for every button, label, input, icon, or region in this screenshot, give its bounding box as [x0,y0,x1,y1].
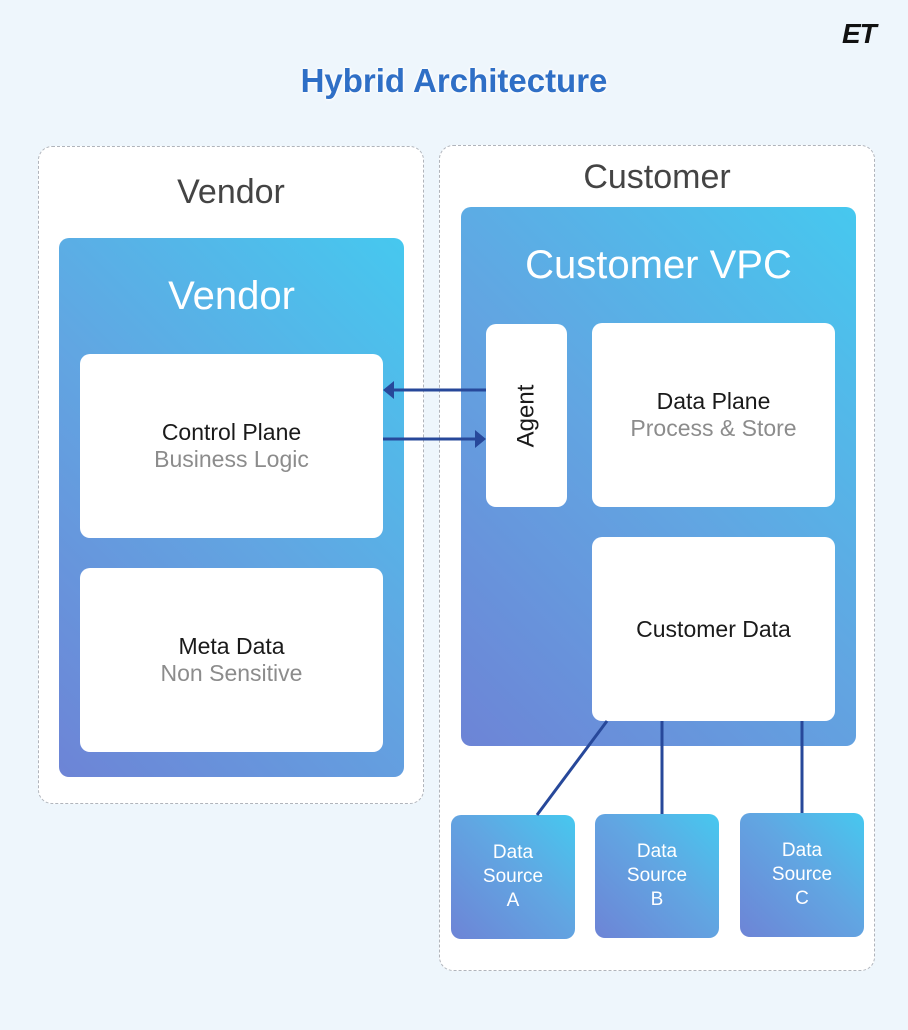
data-source-b-line3: B [650,889,664,910]
data-plane-card: Data Plane Process & Store [592,323,835,507]
customer-data-card: Customer Data [592,537,835,721]
customer-vpc-label: Customer VPC [525,243,792,287]
et-logo: ET [842,18,877,49]
vendor-zone-label: Vendor [177,173,285,211]
meta-data-title: Meta Data [178,633,285,659]
data-source-c-line3: C [795,888,809,909]
meta-data-card: Meta Data Non Sensitive [80,568,383,752]
agent-card: Agent [486,324,567,507]
data-source-b-line1: Data [636,841,678,862]
data-source-c-line2: Source [771,864,833,885]
data-source-c-line1: Data [781,840,823,861]
diagram-title: Hybrid Architecture [300,62,608,99]
control-plane-subtitle: Business Logic [154,446,309,472]
data-plane-title: Data Plane [656,388,771,414]
vendor-panel-label: Vendor [168,274,295,318]
data-plane-subtitle: Process & Store [630,415,797,441]
control-plane-card: Control Plane Business Logic [80,354,383,538]
data-source-a-line3: A [506,890,520,911]
data-source-a-line2: Source [482,866,544,887]
data-source-a: Data Source A [451,815,575,939]
data-source-a-line1: Data [492,842,534,863]
data-source-c: Data Source C [740,813,864,937]
meta-data-subtitle: Non Sensitive [160,660,303,686]
data-source-b: Data Source B [595,814,719,938]
agent-label: Agent [512,384,540,447]
data-source-b-line2: Source [626,865,688,886]
customer-data-label: Customer Data [636,615,791,642]
control-plane-title: Control Plane [161,419,302,445]
customer-zone-label: Customer [583,158,731,196]
